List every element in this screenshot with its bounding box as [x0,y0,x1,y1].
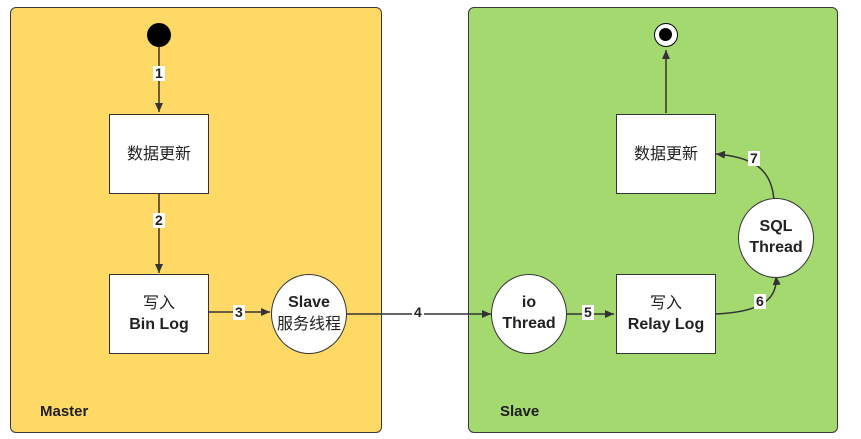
write-bin-log-line2: Bin Log [129,316,189,333]
edge-6 [715,275,781,315]
slave-service-thread-line2: 服务线程 [276,314,341,333]
slave-service-thread-circle: Slave 服务线程 [271,274,347,354]
master-lane [10,7,382,433]
sql-thread-circle: SQL Thread [738,198,814,278]
edge-label-5: 5 [582,304,594,320]
write-relay-log-line2: Relay Log [627,316,705,333]
write-bin-log-box: 写入 Bin Log [109,274,209,354]
edge-label-6: 6 [754,293,766,309]
io-thread-line2: Thread [502,315,556,332]
slave-lane-title: Slave [500,403,540,420]
sql-thread-line1: SQL [759,218,793,236]
write-bin-log-line1: 写入 [142,293,175,313]
master-data-update-box: 数据更新 [109,114,209,194]
slave-service-thread-line1: Slave [288,294,330,312]
start-node [147,23,171,47]
master-lane-title: Master [40,403,89,420]
edge-label-4: 4 [412,304,424,320]
master-data-update-label: 数据更新 [126,144,191,164]
edge-label-3: 3 [233,304,245,320]
sql-thread-line2: Thread [749,239,803,256]
end-node [654,23,678,47]
io-thread-line1: io [521,294,537,312]
write-relay-log-box: 写入 Relay Log [616,274,716,354]
slave-data-update-box: 数据更新 [616,114,716,194]
edge-label-1: 1 [153,65,165,81]
write-relay-log-line1: 写入 [649,293,682,313]
io-thread-circle: io Thread [491,274,567,354]
edge-label-2: 2 [153,212,165,228]
edge-7 [715,150,775,202]
edge-label-7: 7 [748,150,760,166]
slave-data-update-label: 数据更新 [633,144,698,164]
